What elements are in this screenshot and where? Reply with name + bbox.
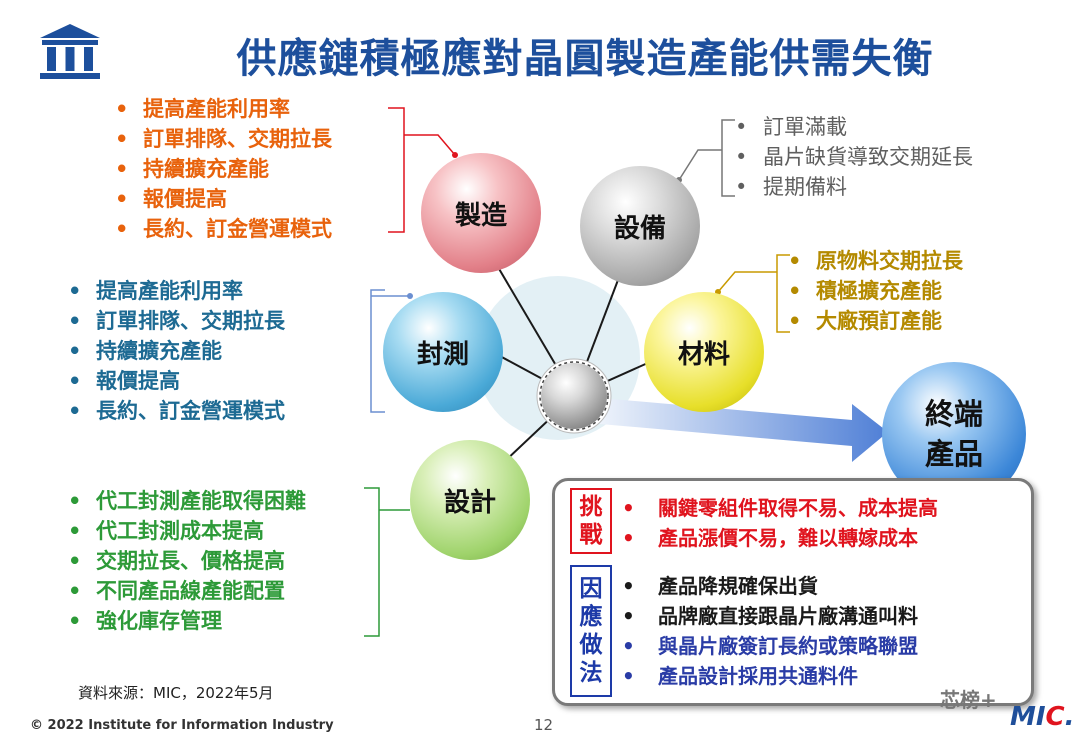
list-item: •強化庫存管理	[68, 609, 222, 633]
list-item: •提高產能利用率	[68, 279, 243, 303]
list-item: •不同產品線產能配置	[68, 579, 285, 603]
challenge-list: •關鍵零組件取得不易、成本提高 •產品漲價不易，難以轉嫁成本	[622, 493, 938, 553]
node-equipment: 設備	[580, 166, 700, 286]
list-item: •大廠預訂產能	[788, 309, 942, 333]
list-item: •產品設計採用共通料件	[622, 664, 858, 688]
list-item: •訂單滿載	[735, 115, 847, 139]
approach-tag: 因應做法	[570, 565, 612, 697]
list-item: •交期拉長、價格提高	[68, 549, 285, 573]
end-product-line2: 產品	[924, 437, 983, 471]
list-item: •提期備料	[735, 175, 847, 199]
node-packaging-testing: 封測	[383, 292, 503, 412]
center-hub	[541, 363, 607, 429]
list-item: •關鍵零組件取得不易、成本提高	[622, 496, 938, 520]
list-item: •產品漲價不易，難以轉嫁成本	[622, 526, 918, 550]
list-item: •積極擴充產能	[788, 279, 942, 303]
node-design: 設計	[410, 440, 530, 560]
manufacturing-list: •提高產能利用率 •訂單排隊、交期拉長 •持續擴充產能 •報價提高 •長約、訂金…	[115, 94, 332, 244]
list-item: •長約、訂金營運模式	[68, 399, 285, 423]
list-item: •訂單排隊、交期拉長	[68, 309, 285, 333]
list-item: •原物料交期拉長	[788, 249, 963, 273]
challenge-panel	[552, 478, 1034, 706]
list-item: •長約、訂金營運模式	[115, 217, 332, 241]
mic-logo: MIC.	[1010, 702, 1075, 732]
node-manufacturing: 製造	[421, 153, 541, 273]
equipment-list: •訂單滿載 •晶片缺貨導致交期延長 •提期備料	[735, 112, 973, 202]
source-note: 資料來源：MIC，2022年5月	[78, 684, 274, 702]
list-item: •持續擴充產能	[68, 339, 222, 363]
list-item: •報價提高	[68, 369, 180, 393]
page-title: 供應鏈積極應對晶圓製造產能供需失衡	[236, 36, 934, 82]
challenge-tag: 挑戰	[570, 488, 612, 554]
packaging-testing-list: •提高產能利用率 •訂單排隊、交期拉長 •持續擴充產能 •報價提高 •長約、訂金…	[68, 276, 285, 426]
copyright-footer: © 2022 Institute for Information Industr…	[30, 718, 334, 733]
list-item: •品牌廠直接跟晶片廠溝通叫料	[622, 604, 918, 628]
materials-list: •原物料交期拉長 •積極擴充產能 •大廠預訂產能	[788, 246, 963, 336]
list-item: •產品降規確保出貨	[622, 574, 818, 598]
list-item: •持續擴充產能	[115, 157, 269, 181]
list-item: •與晶片廠簽訂長約或策略聯盟	[622, 634, 918, 658]
wechat-watermark: 芯榜+	[940, 688, 997, 712]
list-item: •代工封測成本提高	[68, 519, 264, 543]
list-item: •提高產能利用率	[115, 97, 290, 121]
list-item: •報價提高	[115, 187, 227, 211]
list-item: •晶片缺貨導致交期延長	[735, 145, 973, 169]
list-item: •訂單排隊、交期拉長	[115, 127, 332, 151]
page-number: 12	[534, 716, 554, 734]
design-list: •代工封測產能取得困難 •代工封測成本提高 •交期拉長、價格提高 •不同產品線產…	[68, 486, 306, 636]
end-product-line1: 終端	[924, 397, 983, 431]
list-item: •代工封測產能取得困難	[68, 489, 306, 513]
institution-logo-icon	[40, 24, 100, 79]
approach-list: •產品降規確保出貨 •品牌廠直接跟晶片廠溝通叫料 •與晶片廠簽訂長約或策略聯盟 …	[622, 571, 918, 691]
node-materials: 材料	[644, 292, 764, 412]
